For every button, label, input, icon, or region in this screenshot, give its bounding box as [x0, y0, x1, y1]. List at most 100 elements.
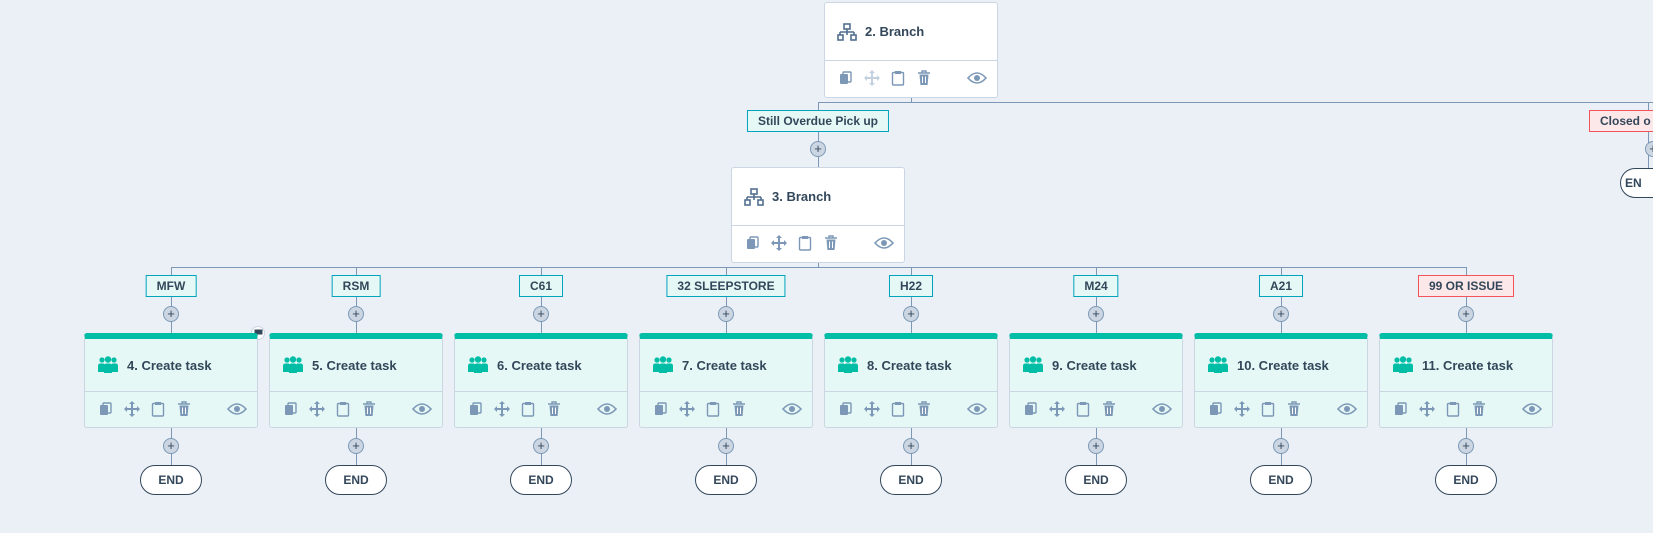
- move-icon[interactable]: [678, 400, 696, 418]
- clone-icon[interactable]: [1022, 400, 1040, 418]
- add-step-button[interactable]: +: [348, 438, 364, 454]
- branch-label[interactable]: 99 OR ISSUE: [1417, 275, 1515, 297]
- move-icon[interactable]: [1418, 400, 1436, 418]
- move-icon[interactable]: [308, 400, 326, 418]
- card-actions: [1010, 392, 1182, 426]
- add-step-button[interactable]: +: [1088, 438, 1104, 454]
- task-card[interactable]: 6. Create task: [454, 333, 628, 428]
- branch-label[interactable]: H22: [888, 275, 934, 297]
- branch-label-closed[interactable]: Closed o: [1589, 110, 1653, 132]
- add-step-button[interactable]: +: [533, 438, 549, 454]
- branch-card-3[interactable]: 3. Branch: [731, 167, 905, 263]
- move-icon[interactable]: [493, 400, 511, 418]
- paste-icon[interactable]: [519, 400, 537, 418]
- preview-icon[interactable]: [597, 400, 617, 418]
- paste-icon[interactable]: [704, 400, 722, 418]
- add-step-button[interactable]: +: [903, 306, 919, 322]
- delete-icon[interactable]: [915, 400, 933, 418]
- task-card[interactable]: 4. Create task: [84, 333, 258, 428]
- task-card[interactable]: 7. Create task: [639, 333, 813, 428]
- paste-icon[interactable]: [796, 234, 814, 252]
- branch-label-still-overdue[interactable]: Still Overdue Pick up: [746, 110, 890, 132]
- move-icon[interactable]: [863, 69, 881, 87]
- clone-icon[interactable]: [1207, 400, 1225, 418]
- clone-icon[interactable]: [837, 400, 855, 418]
- card-title: 11. Create task: [1422, 357, 1514, 373]
- delete-icon[interactable]: [915, 69, 933, 87]
- add-step-button[interactable]: +: [348, 306, 364, 322]
- branch-card-2[interactable]: 2. Branch: [824, 2, 998, 98]
- card-title: 8. Create task: [867, 357, 952, 373]
- clone-icon[interactable]: [467, 400, 485, 418]
- preview-icon[interactable]: [967, 400, 987, 418]
- card-actions: [85, 392, 257, 426]
- paste-icon[interactable]: [1074, 400, 1092, 418]
- branch-label[interactable]: MFW: [145, 275, 197, 297]
- paste-icon[interactable]: [149, 400, 167, 418]
- delete-icon[interactable]: [730, 400, 748, 418]
- move-icon[interactable]: [123, 400, 141, 418]
- task-card[interactable]: 9. Create task: [1009, 333, 1183, 428]
- paste-icon[interactable]: [889, 69, 907, 87]
- preview-icon[interactable]: [782, 400, 802, 418]
- move-icon[interactable]: [1233, 400, 1251, 418]
- add-step-button[interactable]: +: [1273, 306, 1289, 322]
- add-step-button[interactable]: +: [533, 306, 549, 322]
- people-icon: [652, 356, 674, 374]
- branch-label[interactable]: M24: [1073, 275, 1119, 297]
- delete-icon[interactable]: [175, 400, 193, 418]
- card-header: 3. Branch: [732, 168, 904, 226]
- add-step-button[interactable]: +: [718, 438, 734, 454]
- move-icon[interactable]: [770, 234, 788, 252]
- clone-icon[interactable]: [652, 400, 670, 418]
- branch-label[interactable]: A21: [1258, 275, 1304, 297]
- paste-icon[interactable]: [334, 400, 352, 418]
- end-node: EN: [1620, 168, 1653, 198]
- preview-icon[interactable]: [412, 400, 432, 418]
- branch-label[interactable]: C61: [518, 275, 564, 297]
- preview-icon[interactable]: [874, 234, 894, 252]
- clone-icon[interactable]: [97, 400, 115, 418]
- paste-icon[interactable]: [1259, 400, 1277, 418]
- add-step-button[interactable]: +: [1645, 141, 1653, 157]
- connector: [818, 102, 1653, 103]
- task-card[interactable]: 10. Create task: [1194, 333, 1368, 428]
- card-actions: [640, 392, 812, 426]
- task-card[interactable]: 8. Create task: [824, 333, 998, 428]
- add-step-button[interactable]: +: [810, 141, 826, 157]
- delete-icon[interactable]: [1100, 400, 1118, 418]
- delete-icon[interactable]: [822, 234, 840, 252]
- clone-icon[interactable]: [744, 234, 762, 252]
- delete-icon[interactable]: [1285, 400, 1303, 418]
- preview-icon[interactable]: [1522, 400, 1542, 418]
- end-node: END: [1250, 465, 1312, 495]
- preview-icon[interactable]: [967, 69, 987, 87]
- preview-icon[interactable]: [1337, 400, 1357, 418]
- paste-icon[interactable]: [889, 400, 907, 418]
- add-step-button[interactable]: +: [718, 306, 734, 322]
- clone-icon[interactable]: [282, 400, 300, 418]
- task-card[interactable]: 5. Create task: [269, 333, 443, 428]
- end-node: END: [880, 465, 942, 495]
- add-step-button[interactable]: +: [1088, 306, 1104, 322]
- card-title: 4. Create task: [127, 357, 212, 373]
- preview-icon[interactable]: [227, 400, 247, 418]
- preview-icon[interactable]: [1152, 400, 1172, 418]
- add-step-button[interactable]: +: [1458, 438, 1474, 454]
- branch-label[interactable]: 32 SLEEPSTORE: [666, 275, 786, 297]
- delete-icon[interactable]: [545, 400, 563, 418]
- add-step-button[interactable]: +: [1458, 306, 1474, 322]
- clone-icon[interactable]: [1392, 400, 1410, 418]
- move-icon[interactable]: [863, 400, 881, 418]
- clone-icon[interactable]: [837, 69, 855, 87]
- add-step-button[interactable]: +: [163, 306, 179, 322]
- branch-label[interactable]: RSM: [331, 275, 381, 297]
- delete-icon[interactable]: [360, 400, 378, 418]
- add-step-button[interactable]: +: [163, 438, 179, 454]
- task-card[interactable]: 11. Create task: [1379, 333, 1553, 428]
- add-step-button[interactable]: +: [903, 438, 919, 454]
- add-step-button[interactable]: +: [1273, 438, 1289, 454]
- move-icon[interactable]: [1048, 400, 1066, 418]
- delete-icon[interactable]: [1470, 400, 1488, 418]
- paste-icon[interactable]: [1444, 400, 1462, 418]
